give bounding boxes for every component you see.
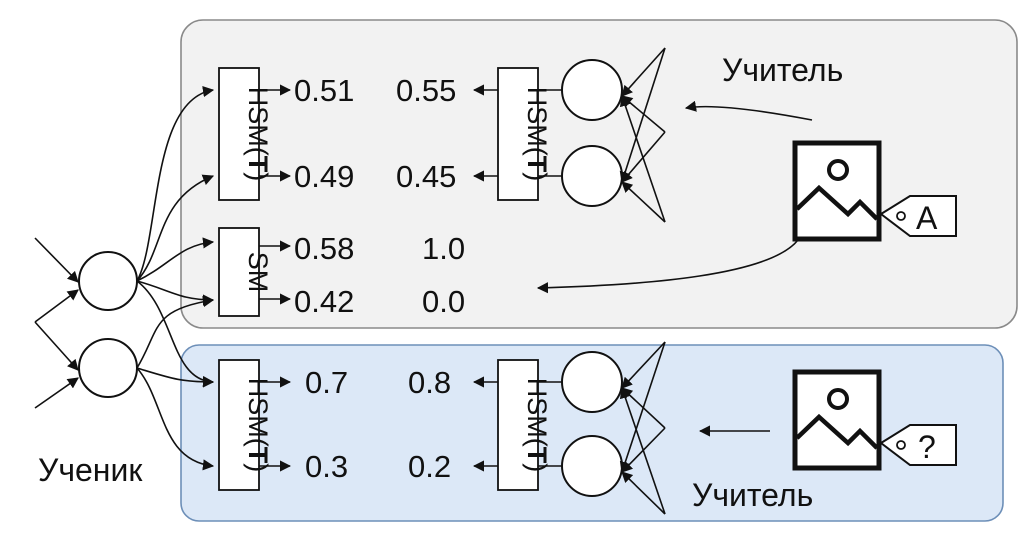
t-label: T <box>243 156 273 173</box>
top-student-hsm-value-2: 0.49 <box>294 159 354 194</box>
hsm-label: HSM <box>243 87 273 147</box>
top-student-sm-value-2: 0.42 <box>294 284 354 319</box>
svg-text:HSM(T): HSM(T) <box>243 87 273 182</box>
student-input-lines <box>34 237 79 409</box>
top-student-hsm-value-1: 0.51 <box>294 73 354 108</box>
tag-text-bottom: ? <box>918 429 936 465</box>
student-neuron-top <box>78 251 138 311</box>
image-icon-bottom <box>792 369 882 471</box>
teacher-neuron-bottom-1 <box>561 351 623 413</box>
student-hsm-t-box-top: HSM(T) <box>218 67 273 201</box>
top-teacher-hsm-value-2: 0.45 <box>396 159 456 194</box>
top-target-value-2: 0.0 <box>422 284 465 319</box>
top-student-sm-value-1: 0.58 <box>294 231 354 266</box>
bottom-teacher-hsm-value-2: 0.2 <box>408 449 451 484</box>
top-target-value-1: 1.0 <box>422 231 465 266</box>
student-hsm-t-box-bottom: HSM(T) <box>218 359 273 491</box>
label-tag-icon-bottom: ? <box>879 424 957 466</box>
teacher-label-bottom: Учитель <box>692 477 813 513</box>
bottom-student-hsm-value-2: 0.3 <box>305 449 348 484</box>
svg-text:HSM(T): HSM(T) <box>522 378 552 473</box>
student-label: Ученик <box>38 452 143 488</box>
teacher-neuron-bottom-2 <box>561 435 623 497</box>
teacher-top-input-lines <box>619 47 666 223</box>
tag-text-top: A <box>916 200 938 236</box>
svg-text:HSM(T): HSM(T) <box>243 378 273 473</box>
teacher-neuron-top-1 <box>561 59 623 121</box>
top-teacher-hsm-value-1: 0.55 <box>396 73 456 108</box>
student-output-connections <box>136 86 215 471</box>
bottom-student-hsm-value-1: 0.7 <box>305 365 348 400</box>
label-tag-icon-top: A <box>879 195 957 237</box>
teacher-label-top: Учитель <box>722 52 843 88</box>
svg-text:HSM(T): HSM(T) <box>522 87 552 182</box>
image-icon-top <box>792 140 882 242</box>
teacher-neuron-top-2 <box>561 145 623 207</box>
teacher-bottom-input-lines <box>619 341 666 515</box>
teacher-hsm-t-box-bottom: HSM(T) <box>497 359 552 491</box>
teacher-hsm-t-box-top: HSM(T) <box>497 67 552 201</box>
bottom-teacher-hsm-value-1: 0.8 <box>408 365 451 400</box>
student-sm-box: SM <box>218 227 273 317</box>
sm-label: SM <box>243 252 273 293</box>
student-neuron-bottom <box>78 338 138 398</box>
